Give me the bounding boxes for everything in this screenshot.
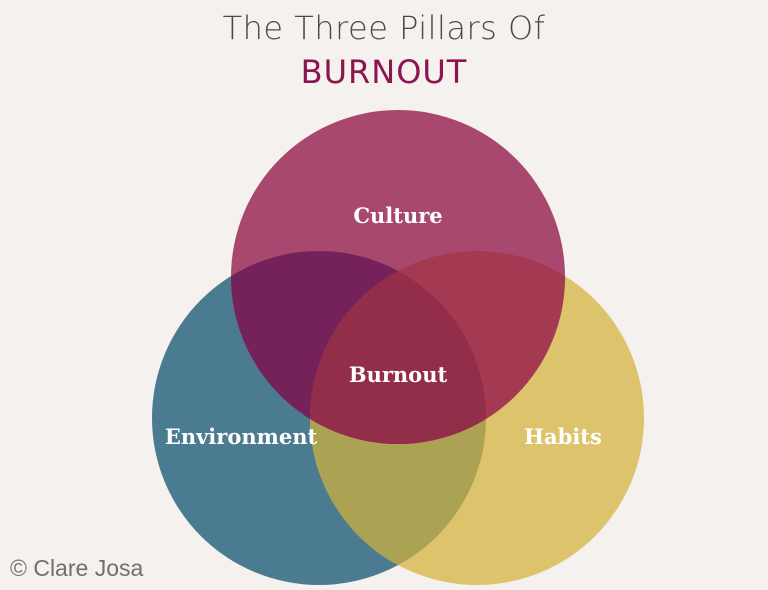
page-subtitle: BURNOUT: [300, 53, 468, 91]
overlap-center: [310, 251, 486, 444]
page-title: The Three Pillars Of: [222, 9, 546, 47]
label-burnout: Burnout: [348, 362, 448, 387]
label-environment: Environment: [164, 424, 318, 449]
copyright-text: © Clare Josa: [10, 555, 144, 581]
label-culture: Culture: [353, 203, 443, 228]
label-habits: Habits: [524, 424, 602, 449]
